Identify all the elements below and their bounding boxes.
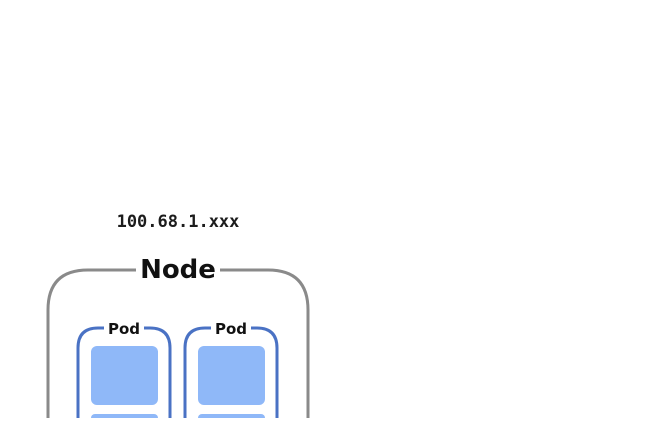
pod-title-1: Pod: [104, 320, 144, 338]
pod-2-container-1: [198, 346, 265, 405]
pod-1-container-1: [91, 346, 158, 405]
node-outline: [46, 268, 310, 418]
pod-2-container-2: [198, 414, 265, 422]
node-title: Node: [136, 255, 220, 285]
node-ip-label: 100.68.1.xxx: [116, 212, 240, 232]
pod-1-container-2: [91, 414, 158, 422]
pod-title-2: Pod: [211, 320, 251, 338]
